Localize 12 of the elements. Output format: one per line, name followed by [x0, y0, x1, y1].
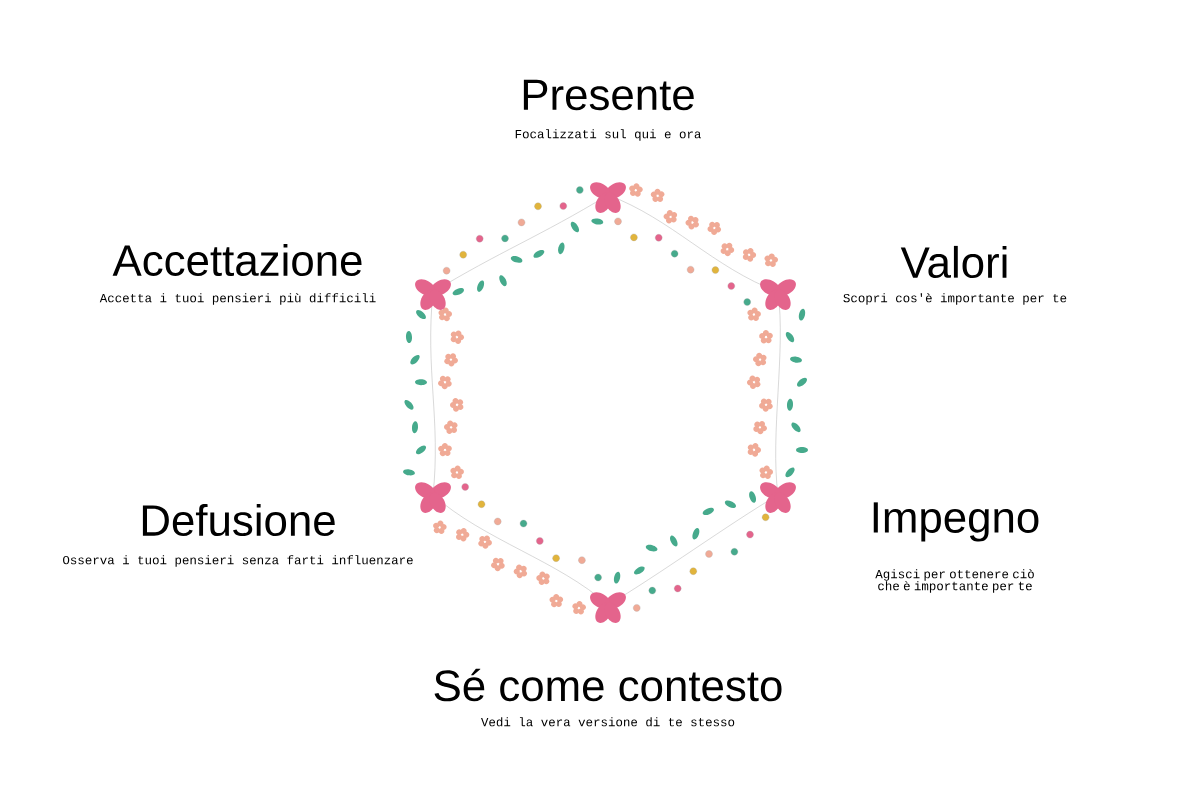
heading: Impegno — [873, 502, 1039, 542]
heading: Valori — [900, 245, 1007, 279]
heading: Sé come contesto — [434, 668, 782, 702]
subtitle: Focalizzati sul qui e ora — [515, 129, 701, 141]
heading: Presente — [523, 79, 694, 111]
heading: Accettazione — [112, 243, 362, 277]
subtitle: Scopri cos'è importante per te — [843, 293, 1067, 305]
heading: Defusione — [142, 503, 335, 537]
subtitle: Accetta i tuoi pensieri più difficili — [99, 293, 376, 305]
subtitle: Vedi la vera versione di te stesso — [481, 717, 735, 727]
subtitle: Osserva i tuoi pensieri senza farti influenzare — [63, 555, 413, 567]
subtitle: Agisci per ottenere ciò che è importante per te — [875, 569, 1034, 593]
